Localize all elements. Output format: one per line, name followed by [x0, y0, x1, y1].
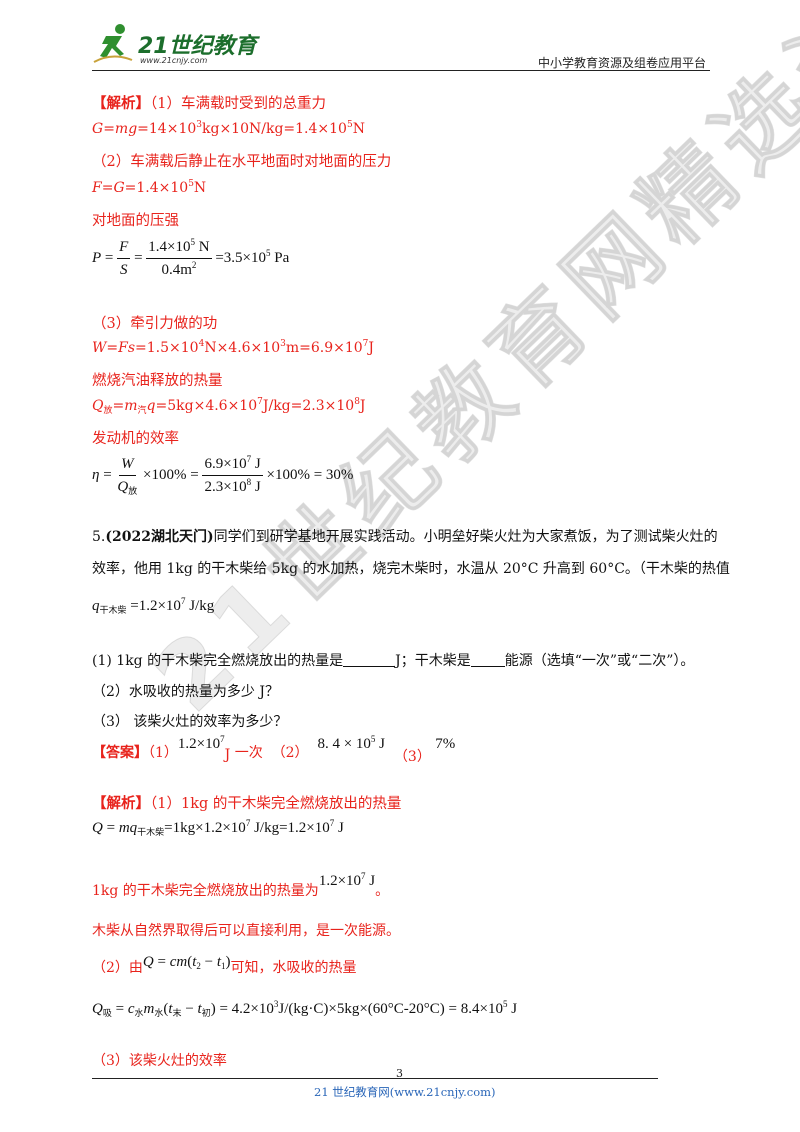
analysis2-line-2: 1kg 的干木柴完全燃烧放出的热量为1.2×107 J。 — [92, 872, 390, 900]
answer-tag: 【答案】 — [92, 745, 148, 761]
answer-part-3-label: （3） — [393, 749, 431, 765]
equation-gravity: G=mg=14×103kg×10N/kg=1.4×105N — [92, 120, 365, 138]
sub-1-part-c: 能源（选填“一次”或“二次”）。 — [504, 653, 695, 669]
sub-1-part-b: J；干木柴是 — [395, 653, 471, 669]
question-5-sub-1: (1) 1kg 的干木柴完全燃烧放出的热量是 J；干木柴是 能源（选填“一次”或“二… — [92, 650, 694, 670]
sub-1-part-a: (1) 1kg 的干木柴完全燃烧放出的热量是 — [92, 653, 344, 669]
analysis2-text-2: 1kg 的干木柴完全燃烧放出的热量为 — [92, 883, 319, 899]
answer-part-2-label: （2） — [271, 745, 309, 761]
header-logo: 21世纪教育 www.21cnjy.com — [92, 22, 257, 68]
platform-name: 中小学教育资源及组卷应用平台 — [538, 56, 707, 70]
heat-released-value: 1.2×107 J — [318, 871, 376, 890]
analysis2-line-1: 【解析】（1）1kg 的干木柴完全燃烧放出的热量 — [92, 792, 401, 813]
analysis2-line-4: （2）由Q = cm(t2 − t1)可知，水吸收的热量 — [92, 954, 357, 977]
question-number: 5. — [92, 529, 106, 545]
answer-part-2-value: 8. 4 × 105 J — [317, 734, 386, 753]
answer-part-1-label: （1） — [148, 745, 178, 761]
answer-part-1-value: 1.2×107 — [177, 734, 225, 753]
analysis-line-3: 对地面的压强 — [92, 213, 179, 229]
analysis-line-1: 【解析】（1）车满载时受到的总重力 — [92, 92, 326, 113]
runner-logo-icon — [93, 24, 133, 63]
equation-heat-formula: Q = cm(t2 − t1) — [142, 954, 231, 971]
analysis-tag: 【解析】 — [92, 95, 150, 112]
answer-part-3-value: 7% — [435, 736, 456, 752]
blank-1 — [343, 652, 396, 667]
question-text: 同学们到研学基地开展实践活动。小明垒好柴火灶为大家煮饭，为了测试柴火灶的 — [213, 529, 718, 545]
logo-url: www.21cnjy.com — [140, 56, 208, 65]
analysis2-known: 可知，水吸收的热量 — [230, 960, 357, 976]
logo-text: 21世纪教育 — [138, 34, 257, 59]
equation-heat-absorbed: Q吸 = c水m水(t末 − t初) = 4.2×103J/(kg·C)×5kg… — [92, 999, 518, 1018]
equation-heat-value: q干木柴 =1.2×107 J/kg — [92, 596, 215, 615]
footer-site-link[interactable]: 21 世纪教育网(www.21cnjy.com) — [314, 1085, 496, 1099]
question-5-line-2: 效率，他用 1kg 的干木柴给 5kg 的水加热，烧完木柴时，水温从 20°C … — [92, 561, 730, 577]
analysis2-line-5: （3）该柴火灶的效率 — [92, 1053, 227, 1069]
analysis-line-2: （2）车满载后静止在水平地面时对地面的压力 — [92, 154, 392, 170]
equation-heat-released: Q = mq干木柴=1kg×1.2×107 J/kg=1.2×107 J — [92, 818, 344, 837]
equation-work: W=Fs=1.5×104N×4.6×103m=6.9×107J — [92, 339, 375, 357]
analysis2-tag: 【解析】 — [92, 795, 150, 812]
footer-rule — [92, 1078, 658, 1079]
header-rule — [92, 70, 710, 71]
blank-2 — [470, 652, 505, 667]
analysis2-line-3: 木柴从自然界取得后可以直接利用，是一次能源。 — [92, 923, 400, 939]
equation-force: F=G=1.4×105N — [92, 179, 207, 197]
answer-part-1-energy: 一次 — [234, 745, 263, 761]
period: 。 — [375, 883, 390, 899]
question-5-line-1: 5.(2022湖北天门)同学们到研学基地开展实践活动。小明垒好柴火灶为大家煮饭，… — [92, 526, 718, 546]
analysis-line-6: 发动机的效率 — [92, 431, 179, 447]
analysis2-text: （1）1kg 的干木柴完全燃烧放出的热量 — [150, 796, 402, 812]
answer-part-1-unit: J — [224, 747, 231, 763]
equation-heat: Q放=m汽q=5kg×4.6×107J/kg=2.3×108J — [92, 397, 366, 416]
question-source: (2022湖北天门) — [105, 529, 214, 545]
analysis-text: （1）车满载时受到的总重力 — [150, 96, 326, 112]
analysis-line-4: （3）牵引力做的功 — [92, 316, 218, 332]
question-5-sub-3: （3） 该柴火灶的效率为多少？ — [92, 714, 288, 730]
question-5-sub-2: （2）水吸收的热量为多少 J？ — [92, 684, 279, 700]
page-number: 3 — [396, 1067, 403, 1080]
analysis2-by: （2）由 — [92, 960, 143, 976]
analysis-line-5: 燃烧汽油释放的热量 — [92, 373, 223, 389]
answer-line: 【答案】（1）1.2×107J 一次 （2） 8. 4 × 105 J （3） … — [92, 735, 455, 766]
